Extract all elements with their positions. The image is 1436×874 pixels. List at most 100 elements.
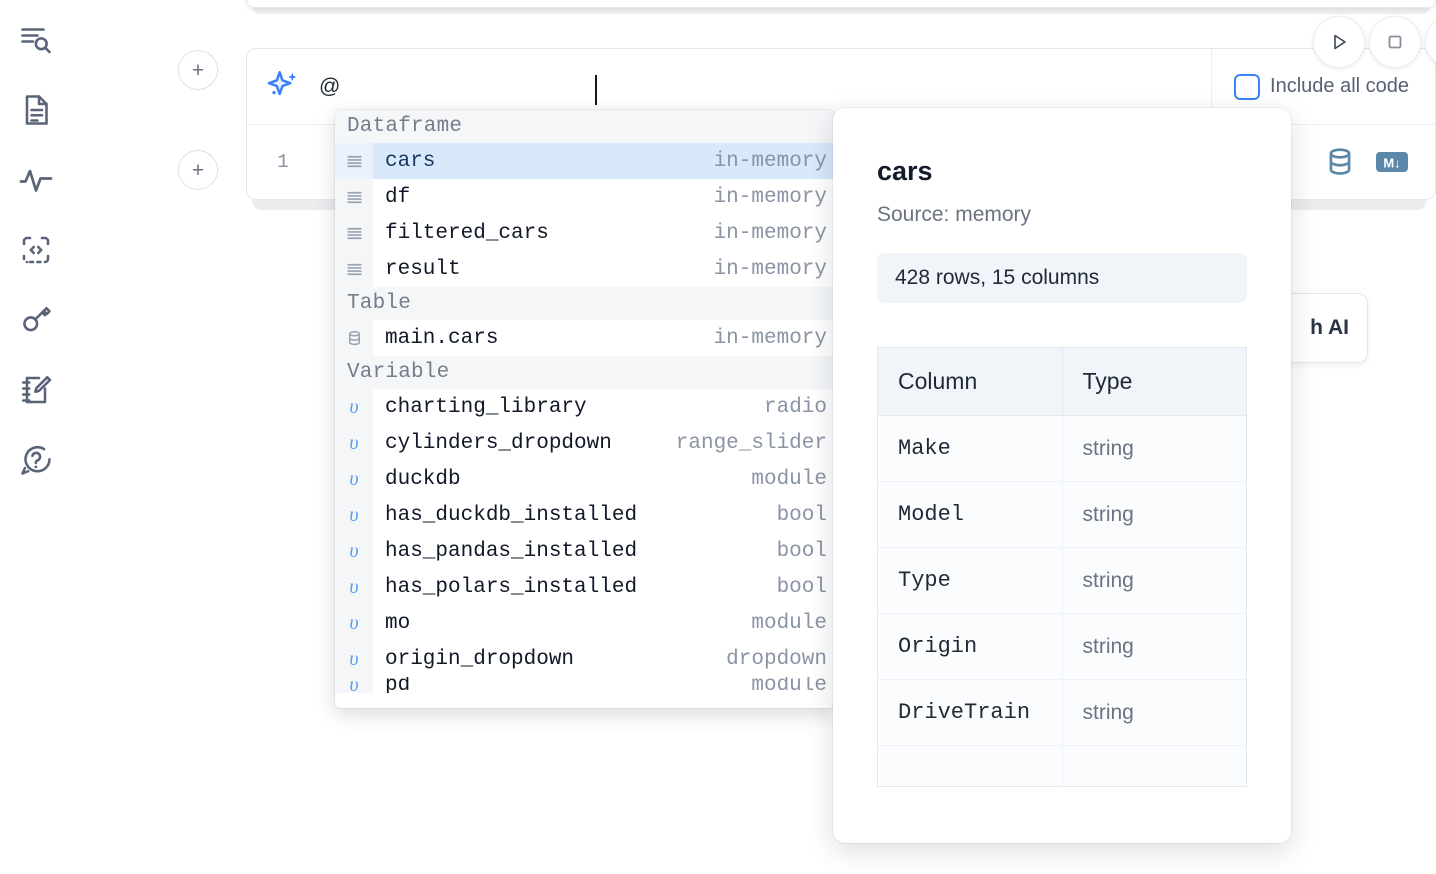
help-chat-icon[interactable] — [14, 438, 58, 482]
autocomplete-item-name: main.cars — [385, 326, 499, 350]
preview-column-type: string — [1062, 547, 1247, 614]
autocomplete-group-header: Dataframe — [335, 110, 835, 143]
notebook-file-icon[interactable] — [14, 88, 58, 132]
autocomplete-item-type: module — [751, 677, 827, 693]
activity-icon[interactable] — [14, 158, 58, 202]
preview-column-header: Column — [877, 347, 1063, 416]
preview-column-name: Origin — [877, 613, 1063, 680]
dataframe-rows-icon — [335, 215, 373, 251]
preview-column-name: DriveTrain — [877, 679, 1063, 746]
include-all-code-checkbox[interactable] — [1234, 73, 1261, 100]
autocomplete-item-content: cylinders_dropdown range_slider — [373, 425, 835, 461]
preview-column-name: Make — [877, 415, 1063, 482]
add-cell-above-button[interactable]: + — [178, 50, 218, 90]
prompt-row: Include all code — [247, 48, 1435, 125]
autocomplete-item-name: cars — [385, 149, 436, 173]
variable-upsilon-icon: υ — [335, 605, 373, 641]
markdown-icon[interactable]: M↓ — [1375, 149, 1409, 175]
secrets-key-icon[interactable] — [14, 298, 58, 342]
scratchpad-icon[interactable] — [14, 368, 58, 412]
autocomplete-item-name: df — [385, 185, 411, 209]
preview-column-type: string — [1062, 613, 1247, 680]
autocomplete-item-type: in-memory — [713, 185, 827, 209]
preview-column-type: string — [1062, 415, 1247, 482]
autocomplete-item-type: module — [751, 611, 827, 635]
variable-upsilon-icon: υ — [335, 389, 373, 425]
preview-source: Source: memory — [877, 203, 1032, 226]
preview-column-type: string — [1062, 679, 1247, 746]
autocomplete-item-type: bool — [776, 503, 827, 527]
autocomplete-item-type: in-memory — [713, 221, 827, 245]
preview-column-header: Type — [1062, 347, 1247, 416]
autocomplete-item-name: has_polars_installed — [385, 575, 638, 599]
autocomplete-item-name: pd — [385, 677, 411, 693]
autocomplete-item-name: cylinders_dropdown — [385, 431, 612, 455]
autocomplete-item-content: charting_library radio — [373, 389, 835, 425]
preview-column-name: Type — [877, 547, 1063, 614]
autocomplete-item[interactable]: df in-memory — [335, 179, 835, 215]
autocomplete-item-content: df in-memory — [373, 179, 835, 215]
preview-column-name — [877, 745, 1063, 787]
autocomplete-item[interactable]: υ charting_library radio — [335, 389, 835, 425]
autocomplete-item-name: has_pandas_installed — [385, 539, 638, 563]
line-number: 1 — [277, 151, 289, 173]
autocomplete-item-content: has_duckdb_installed bool — [373, 497, 835, 533]
preview-column-type — [1062, 745, 1247, 787]
preview-shape-badge: 428 rows, 15 columns — [877, 253, 1247, 303]
include-all-code-control[interactable]: Include all code — [1211, 48, 1435, 125]
stop-button[interactable] — [1369, 16, 1421, 68]
preview-column-type: string — [1062, 481, 1247, 548]
autocomplete-item-name: charting_library — [385, 395, 587, 419]
autocomplete-group-header: Table — [335, 287, 835, 320]
variable-upsilon-icon: υ — [335, 569, 373, 605]
explore-icon[interactable] — [14, 18, 58, 62]
dataframe-rows-icon — [335, 251, 373, 287]
dataframe-rows-icon — [335, 179, 373, 215]
autocomplete-item-type: radio — [763, 395, 827, 419]
variable-upsilon-icon: υ — [335, 461, 373, 497]
database-icon[interactable] — [1323, 145, 1357, 179]
variable-upsilon-icon: υ — [335, 677, 373, 693]
autocomplete-item-content: pd module — [373, 677, 835, 693]
autocomplete-item-name: has_duckdb_installed — [385, 503, 638, 527]
include-all-code-label: Include all code — [1270, 75, 1409, 97]
above-cell-card — [246, 0, 1436, 8]
variable-upsilon-icon: υ — [335, 497, 373, 533]
variable-upsilon-icon: υ — [335, 641, 373, 677]
snippets-icon[interactable] — [14, 228, 58, 272]
autocomplete-item-name: origin_dropdown — [385, 647, 575, 671]
run-button[interactable] — [1313, 16, 1365, 68]
add-cell-below-button[interactable]: + — [178, 150, 218, 190]
autocomplete-item-type: module — [751, 467, 827, 491]
autocomplete-item-type: range_slider — [675, 431, 827, 455]
autocomplete-item[interactable]: υ has_duckdb_installed bool — [335, 497, 835, 533]
database-cylinder-icon — [335, 320, 373, 356]
left-icon-rail — [0, 0, 72, 874]
ai-prompt-input[interactable] — [319, 71, 1212, 102]
preview-table-row — [877, 745, 1247, 787]
